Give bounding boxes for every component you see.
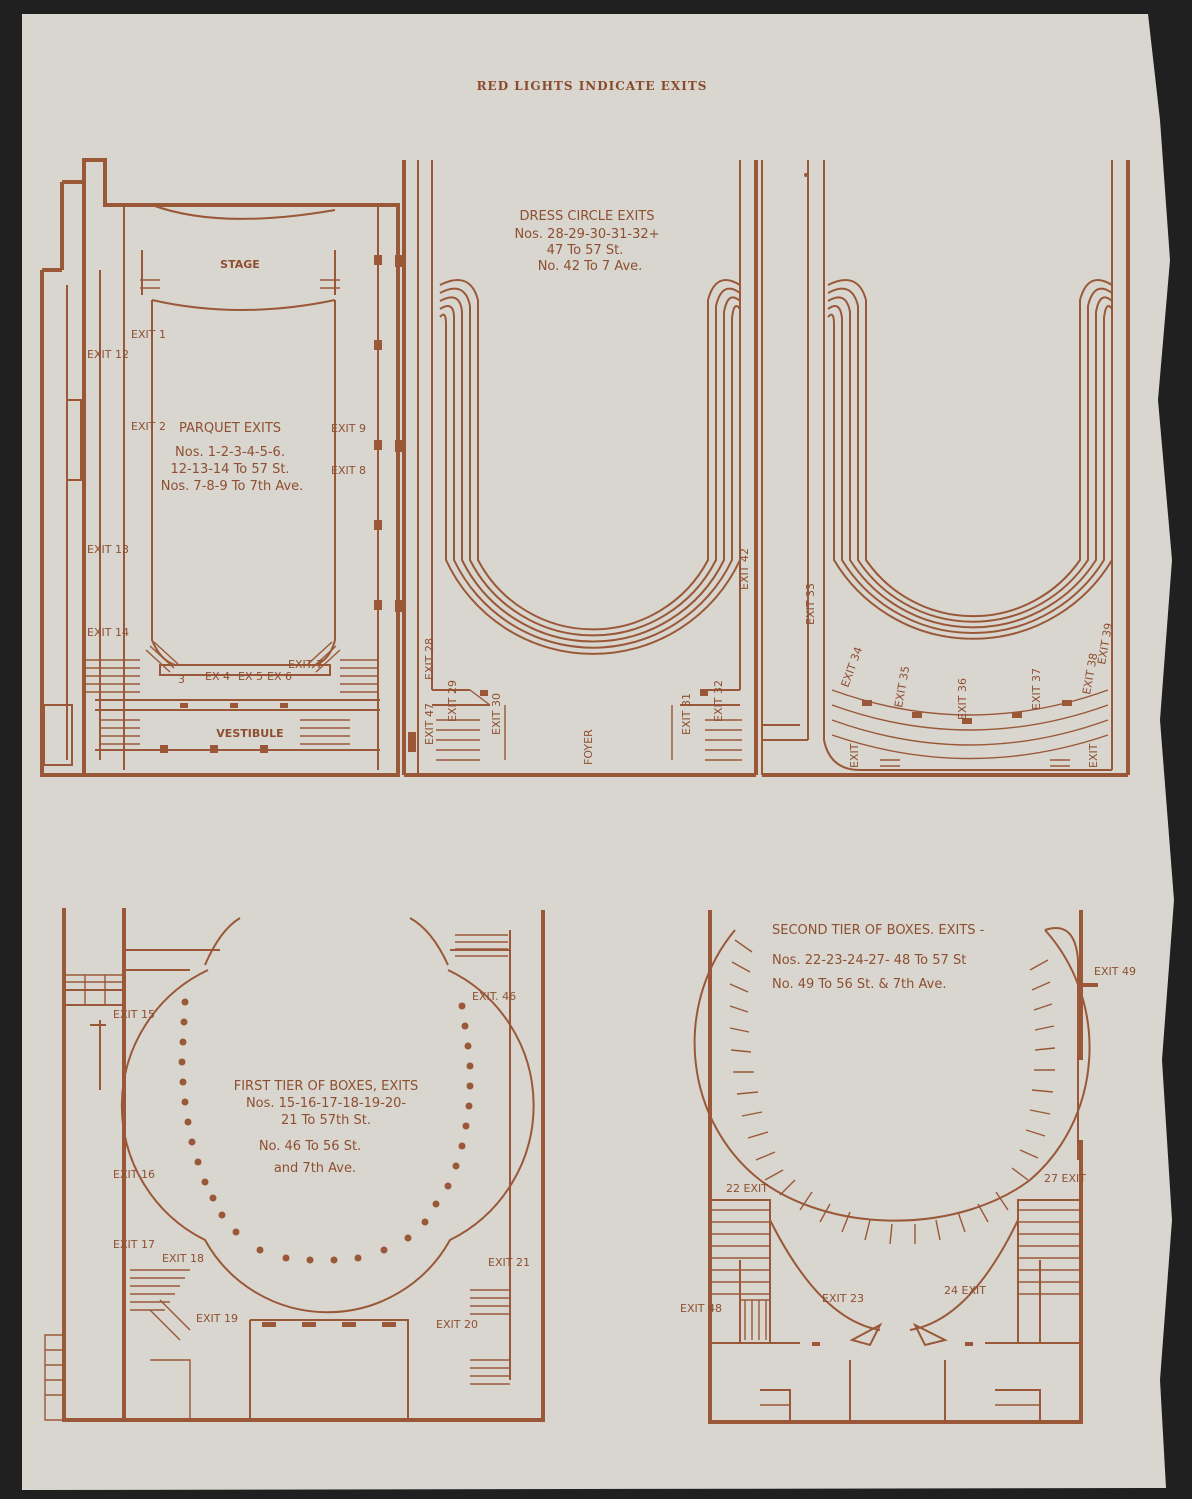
parquet-exit-2: EXIT 2 [131, 420, 166, 433]
first-tier-plan: FIRST TIER OF BOXES, EXITS Nos. 15-16-17… [44, 908, 545, 1422]
second-exit-49: EXIT 49 [1094, 965, 1136, 978]
parquet-exit-1: EXIT 1 [131, 328, 166, 341]
first-exit-15: EXIT 15 [113, 1008, 155, 1021]
parquet-line-2: 12-13-14 To 57 St. [170, 462, 289, 477]
parquet-line-3: Nos. 7-8-9 To 7th Ave. [161, 479, 304, 494]
dress-exit-29: EXIT 29 [446, 680, 459, 722]
second-exit-27: 27 EXIT [1044, 1172, 1086, 1185]
second-tier-plan: SECOND TIER OF BOXES. EXITS - Nos. 22-23… [680, 910, 1136, 1424]
parquet-exit-4: EX 4 [205, 670, 230, 683]
dress-exit-30: EXIT 30 [490, 693, 503, 735]
parquet-exit-13: EXIT 13 [87, 543, 129, 556]
dress-circle-line-3: No. 42 To 7 Ave. [538, 259, 643, 274]
first-tier-line-3: No. 46 To 56 St. [259, 1139, 361, 1154]
first-exit-46: EXIT. 46 [472, 990, 516, 1003]
paper-sheet [22, 14, 1174, 1490]
parquet-title: PARQUET EXITS [179, 421, 281, 436]
vestibule-label: VESTIBULE [216, 727, 283, 740]
second-exit-24: 24 EXIT [944, 1284, 986, 1297]
first-exit-16: EXIT 16 [113, 1168, 155, 1181]
first-exit-17: EXIT 17 [113, 1238, 155, 1251]
parquet-exit-14: EXIT 14 [87, 626, 129, 639]
first-exit-21: EXIT 21 [488, 1256, 530, 1269]
parquet-exit-5: EX 5 [238, 670, 263, 683]
first-tier-line-1: Nos. 15-16-17-18-19-20- [246, 1096, 406, 1111]
second-tier-line-0: SECOND TIER OF BOXES. EXITS - [772, 923, 985, 938]
first-exit-20: EXIT 20 [436, 1318, 478, 1331]
dress-circle-line-1: Nos. 28-29-30-31-32+ [514, 227, 659, 242]
first-tier-line-4: and 7th Ave. [274, 1161, 356, 1176]
dress-circle-line-2: 47 To 57 St. [547, 243, 624, 258]
second-exit-48: EXIT 48 [680, 1302, 722, 1315]
page-header: RED LIGHTS INDICATE EXITS [477, 79, 708, 93]
dress-exit-32: EXIT 32 [712, 680, 725, 722]
dress-circle-plan-right: EXIT 33 EXIT 34 EXIT 35 EXIT 36 EXIT 37 … [761, 160, 1130, 777]
dress-exit-37: EXIT 37 [1030, 668, 1043, 710]
parquet-exit-3: 3 [178, 673, 185, 686]
second-tier-line-2: No. 49 To 56 St. & 7th Ave. [772, 977, 946, 992]
dress-exit-36: EXIT 36 [956, 678, 969, 720]
first-exit-18: EXIT 18 [162, 1252, 204, 1265]
dress-exit-28: EXIT 28 [423, 638, 436, 680]
parquet-exit-9: EXIT 9 [331, 422, 366, 435]
dress-exit-47: EXIT 47 [423, 703, 436, 745]
first-tier-line-0: FIRST TIER OF BOXES, EXITS [234, 1079, 419, 1094]
foyer-label: FOYER [582, 729, 595, 765]
parquet-exit-6: EX 6 [267, 670, 292, 683]
parquet-exit-8: EXIT 8 [331, 464, 366, 477]
dress-exit-left-lower: EXIT [848, 743, 861, 768]
dress-circle-plan: DRESS CIRCLE EXITS Nos. 28-29-30-31-32+ … [402, 160, 758, 777]
second-exit-23: EXIT 23 [822, 1292, 864, 1305]
dress-exit-right-lower: EXIT [1087, 743, 1100, 768]
second-exit-22: 22 EXIT [726, 1182, 768, 1195]
parquet-plan: STAGE VESTIBULE PARQUET EXITS Nos. 1-2-3… [40, 158, 402, 777]
first-exit-19: EXIT 19 [196, 1312, 238, 1325]
dress-exit-31: EXIT 31 [680, 693, 693, 735]
parquet-exit-12: EXIT 12 [87, 348, 129, 361]
dress-exit-42: EXIT 42 [738, 548, 751, 590]
dress-circle-title: DRESS CIRCLE EXITS [519, 209, 654, 224]
stage-label: STAGE [220, 258, 260, 271]
dress-exit-33: EXIT 33 [804, 583, 817, 625]
second-tier-line-1: Nos. 22-23-24-27- 48 To 57 St [772, 953, 966, 968]
parquet-line-1: Nos. 1-2-3-4-5-6. [175, 445, 285, 460]
first-tier-line-2: 21 To 57th St. [281, 1113, 371, 1128]
parquet-exit-7: EXIT 7 [288, 658, 323, 671]
